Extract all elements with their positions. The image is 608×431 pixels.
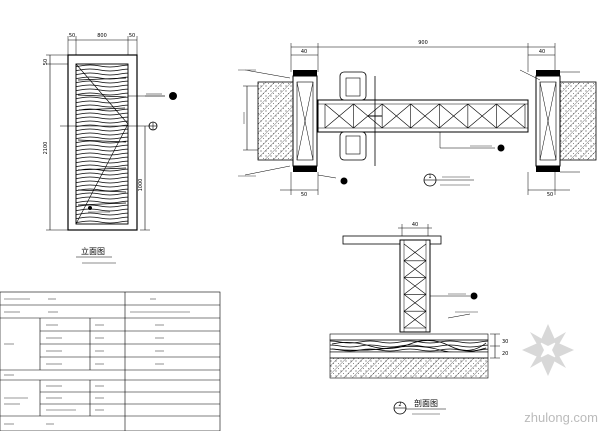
elev-dim-top-2: 800 [97, 33, 107, 39]
door-elevation: 50 800 50 50 2100 [43, 33, 177, 264]
watermark-text: zhulong.com [524, 410, 598, 425]
section-2-number: 2 [398, 402, 401, 408]
plan-dim-total: 900 [418, 40, 428, 46]
table-illegible-text [4, 298, 190, 425]
plan-dim-right: 40 [539, 49, 545, 55]
elev-dim-top-1: 50 [69, 33, 75, 39]
vsec-dim-right-a: 30 [502, 339, 508, 345]
elev-dim-top-3: 50 [129, 33, 135, 39]
door-schedule-table [0, 291, 221, 431]
plan-dim-bottom-left: 50 [301, 192, 307, 198]
plan-callout-lower-icon [340, 177, 348, 185]
elev-dim-left-total: 2100 [43, 142, 49, 155]
elevation-title: 立面图 [81, 246, 105, 256]
plan-callout-right-icon [497, 144, 505, 152]
section-2-title: 剖面图 [414, 398, 438, 408]
elev-dim-right-handle: 1000 [138, 179, 144, 192]
vertical-section-2: 40 30 20 2 剖面图 [329, 222, 508, 415]
plan-dim-bottom-right: 50 [547, 192, 553, 198]
elev-dim-left-top: 50 [43, 59, 49, 65]
vsec-dim-right-b: 20 [502, 351, 508, 357]
plan-dim-left: 40 [301, 49, 307, 55]
vsec-dim-top: 40 [412, 222, 418, 228]
elev-callout-marker-icon [169, 92, 177, 100]
plan-section-1: 900 40 40 [238, 40, 597, 198]
watermark-logo-icon [522, 324, 574, 376]
section-1-number: 1 [428, 174, 431, 180]
vsec-callout-icon [470, 292, 478, 300]
